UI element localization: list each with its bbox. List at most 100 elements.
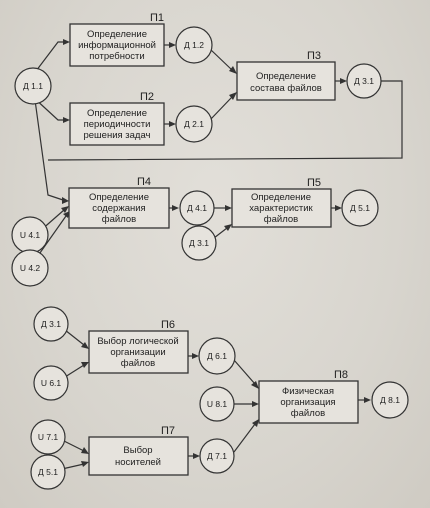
process-id: П4 [137,176,151,188]
node-d21: Д 2.1 [175,105,213,143]
arrowhead [252,401,259,407]
edge-u61-p6 [64,364,85,378]
edge-d11-p4 [34,99,64,201]
node-label: Д 6.1 [207,351,227,361]
edge-u71-p7 [61,439,85,452]
process-label-line: содержания [92,203,145,214]
process-label-line: информационной [78,40,156,51]
arrowhead [224,224,232,231]
process-id: П6 [161,319,175,331]
process-label-line: Выбор логической [97,336,178,347]
process-label-line: организации [110,347,165,358]
process-label-line: решения задач [83,130,150,141]
node-label: Д 2.1 [184,119,204,129]
arrowhead [252,419,259,427]
node-u81: U 8.1 [199,386,235,422]
node-d81: Д 8.1 [371,381,409,419]
node-u71: U 7.1 [30,419,66,455]
arrowhead [63,117,70,123]
edge-d31c-p6 [64,329,85,346]
process-label-line: организация [280,397,335,408]
node-label: Д 1.2 [184,40,204,50]
arrowhead [225,205,232,211]
process-id: П5 [307,177,321,189]
node-label: U 7.1 [38,432,59,442]
arrowhead [251,381,259,389]
process-p1: П1 Определение информационной потребност… [69,12,165,67]
process-p6: П6 Выбор логической организации файлов [88,319,189,374]
node-label: Д 5.1 [38,467,58,477]
process-label-line: файлов [291,408,325,419]
process-label-line: Определение [87,29,147,40]
arrowhead [81,461,89,467]
node-label: U 8.1 [207,399,228,409]
arrowhead [81,447,89,454]
process-label-line: характеристик [249,203,313,214]
node-label: Д 3.1 [354,76,374,86]
arrowhead [63,211,70,218]
edge-d11-p1 [32,41,64,76]
node-d61: Д 6.1 [198,337,236,375]
arrowhead [63,39,70,45]
node-d12: Д 1.2 [175,26,213,64]
edge-d12-p3 [209,48,233,71]
process-label-line: носителей [115,457,161,468]
node-label: Д 3.1 [189,238,209,248]
connectors [32,39,403,470]
node-u42: U 4.2 [11,249,49,287]
node-d31c: Д 3.1 [33,306,69,342]
node-label: Д 4.1 [187,203,207,213]
process-label-line: Выбор [123,445,152,456]
arrowhead [340,78,347,84]
node-u41: U 4.1 [11,216,49,254]
process-label-line: потребности [89,51,144,62]
node-d71: Д 7.1 [199,438,235,474]
arrowhead [193,453,200,459]
process-id: П2 [140,91,154,103]
edge-d31-loop [47,80,403,161]
node-label: Д 3.1 [41,319,61,329]
arrowhead [61,206,69,213]
arrowhead [81,342,89,349]
arrowhead [335,205,342,211]
node-d41: Д 4.1 [179,190,215,226]
process-label-line: Определение [251,192,311,203]
node-label: Д 1.1 [23,81,43,91]
node-d51b: Д 5.1 [30,454,66,490]
process-p8: П8 Физическая организация файлов [258,369,359,424]
arrowhead [229,66,237,74]
process-label-line: файлов [102,214,136,225]
process-label-line: файлов [264,214,298,225]
edge-d31b-p5 [213,227,228,239]
process-id: П3 [307,50,321,62]
process-p5: П5 Определение характеристик файлов [231,177,332,228]
edge-d21-p3 [209,96,233,121]
node-label: U 4.2 [20,263,41,273]
node-label: Д 8.1 [380,395,400,405]
process-label-line: Определение [89,192,149,203]
arrowhead [169,121,176,127]
process-id: П1 [150,12,164,24]
node-u61: U 6.1 [33,365,69,401]
process-label-line: периодичности [84,119,151,130]
arrowhead [81,362,89,368]
process-id: П8 [334,369,348,381]
node-d31b: Д 3.1 [181,225,217,261]
arrowhead [229,92,237,100]
arrowhead [169,42,176,48]
edge-d51b-p7 [61,463,85,470]
process-p7: П7 Выбор носителей [88,425,189,476]
node-label: U 6.1 [41,378,62,388]
process-p4: П4 Определение содержания файлов [68,176,170,229]
edge-d61-p8 [233,359,256,385]
process-label-line: Физическая [282,386,334,397]
node-label: U 4.1 [20,230,41,240]
arrowhead [364,397,371,403]
process-label-line: Определение [256,71,316,82]
node-d11: Д 1.1 [14,67,52,105]
process-p2: П2 Определение периодичности решения зад… [69,91,165,146]
node-d51: Д 5.1 [341,189,379,227]
arrowhead [192,353,199,359]
